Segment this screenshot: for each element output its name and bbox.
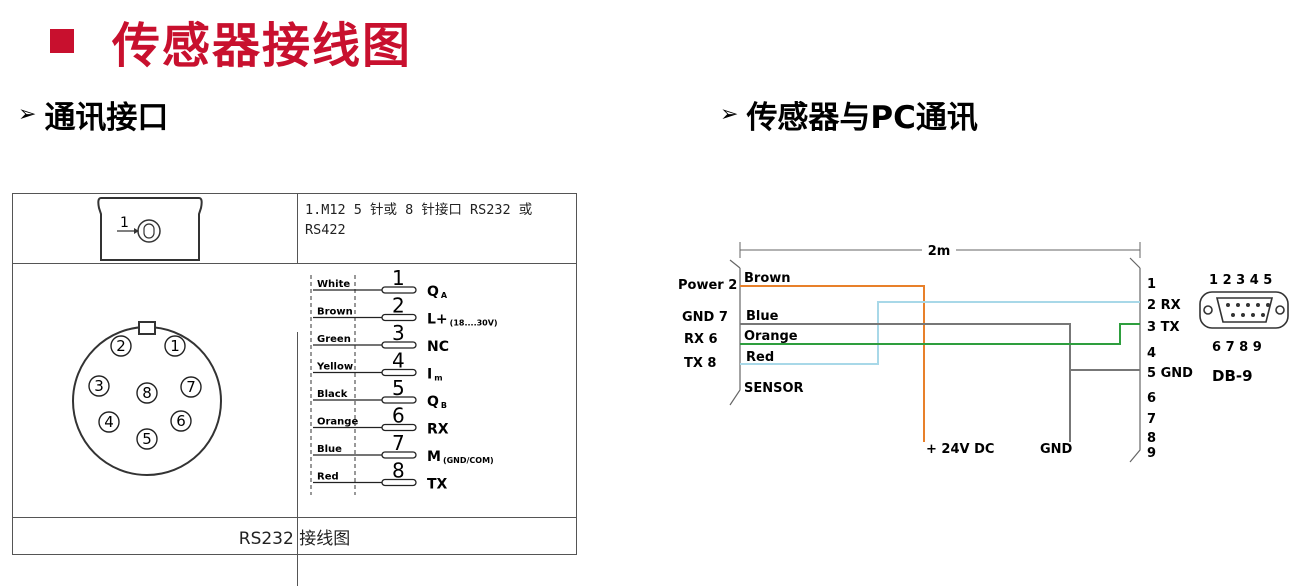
wire-color-label: White — [317, 279, 350, 290]
pin-circle — [98, 411, 120, 433]
wire-pin-number: 2 — [392, 294, 405, 318]
connector-label: 1 — [120, 215, 129, 231]
wire-signal-label: TX — [427, 477, 448, 493]
pin-layout-drawing: 1 2 34 5 67 8 — [72, 321, 222, 476]
pin-circle — [164, 335, 186, 357]
wire-pin-number: 5 — [392, 376, 405, 400]
page-title-row: 传感器接线图 — [50, 8, 412, 74]
pin-number: 4 — [104, 413, 114, 431]
pin-circle — [136, 382, 158, 404]
db9-pin: 1 — [1147, 277, 1156, 292]
sensor-pin-gnd: GND 7 — [682, 310, 728, 325]
arrow-bullet-icon: ➢ — [18, 102, 37, 127]
db9-label: DB-9 — [1212, 367, 1253, 385]
sensor-pc-heading: ➢ 传感器与PC通讯 — [720, 92, 978, 137]
blue-wire — [740, 323, 1071, 442]
db9-top-numbers: 1 2 3 4 5 — [1209, 273, 1272, 288]
wire-label-red: Red — [746, 350, 774, 365]
pin-circle — [180, 376, 202, 398]
sensor-pin-rx: RX 6 — [684, 332, 718, 347]
pin-number: 5 — [142, 430, 152, 448]
wire-color-label: Orange — [317, 417, 358, 428]
pin-contact-icon — [381, 368, 417, 377]
table-divider — [297, 332, 298, 586]
wire-color-label: Green — [317, 334, 351, 345]
db9-pin: 3 TX — [1147, 320, 1179, 335]
wire-signal-label: M(GND/COM) — [427, 449, 494, 465]
wire-color-label: Brown — [317, 307, 353, 318]
db9-pin: 5 GND — [1147, 366, 1193, 381]
db9-pin: 7 — [1147, 412, 1156, 427]
pin-contact-icon — [381, 396, 417, 404]
pin-circle — [88, 375, 110, 397]
orange-wire — [740, 323, 1140, 345]
pin-number: 7 — [186, 378, 196, 396]
wire-pin-number: 3 — [392, 321, 405, 345]
brown-wire — [740, 285, 925, 442]
wire-label-orange: Orange — [744, 329, 798, 344]
gnd-label: GND — [1040, 442, 1073, 457]
m12-connector-drawing: 1 — [97, 197, 203, 261]
pin-number: 2 — [116, 337, 126, 355]
page-title: 传感器接线图 — [112, 18, 413, 74]
table-row: 1 1.M12 5 针或 8 针接口 RS232 或 RS422 — [13, 194, 576, 264]
arrow-bullet-icon: ➢ — [720, 102, 739, 127]
pin-contact-icon — [381, 341, 417, 349]
title-bullet-icon — [50, 29, 74, 53]
pin-number: 6 — [176, 412, 186, 430]
cable-length-label: 2m — [928, 244, 951, 259]
red-wire — [740, 301, 1140, 365]
pin-contact-icon — [381, 313, 417, 322]
wire-color-label: Yellow — [316, 362, 353, 373]
db9-pin: 2 RX — [1147, 298, 1181, 313]
table-divider — [297, 194, 298, 263]
pin-number: 1 — [170, 337, 180, 355]
wire-color-label: Red — [317, 472, 339, 483]
pin-number: 8 — [142, 384, 152, 402]
comm-interface-heading-text: 通讯接口 — [44, 100, 169, 136]
wire-color-label: Black — [317, 389, 348, 400]
db9-pin: 4 — [1147, 346, 1156, 361]
pin-contact-icon — [381, 451, 417, 459]
wire-pin-number: 7 — [392, 431, 405, 455]
db9-connector-icon — [1199, 291, 1289, 329]
wire-signal-label: NC — [427, 339, 449, 355]
connector-description: 1.M12 5 针或 8 针接口 RS232 或 RS422 — [305, 202, 533, 238]
pin-circle — [110, 335, 132, 357]
sensor-pin-tx: TX 8 — [684, 356, 716, 371]
table-caption: RS232 接线图 — [238, 529, 351, 549]
wire-pin-number: 6 — [392, 404, 405, 428]
pin-contact-icon — [381, 423, 417, 432]
db9-pin: 6 — [1147, 391, 1156, 406]
sensor-pc-wiring-diagram: 2m Power 2 GND 7 RX 6 TX 8 Brown Blue Or… — [678, 241, 1289, 463]
wire-signal-label: L+(18....30V) — [427, 312, 498, 328]
pin-circle — [136, 428, 158, 450]
sensor-label: SENSOR — [744, 381, 804, 396]
db9-pin: 8 — [1147, 431, 1156, 446]
wire-color-label: Blue — [317, 444, 342, 455]
sensor-pin-power: Power 2 — [678, 278, 737, 293]
pin-number: 3 — [94, 377, 104, 395]
wire-label-blue: Blue — [746, 309, 779, 324]
pin-circle — [170, 410, 192, 432]
wire-label-brown: Brown — [744, 271, 791, 286]
comm-interface-heading: ➢ 通讯接口 — [18, 92, 168, 137]
wire-pin-number: 1 — [392, 266, 405, 290]
wire-pin-number: 4 — [392, 349, 405, 373]
pin-contact-icon — [381, 286, 417, 294]
wire-pin-number: 8 — [392, 459, 405, 483]
db9-bottom-numbers: 6 7 8 9 — [1212, 340, 1262, 355]
sensor-pc-heading-text: 传感器与PC通讯 — [746, 100, 978, 136]
power-label: + 24V DC — [926, 442, 994, 457]
db9-pin: 9 — [1147, 446, 1156, 461]
wire-signal-label: RX — [427, 422, 449, 438]
pin-contact-icon — [381, 478, 417, 487]
